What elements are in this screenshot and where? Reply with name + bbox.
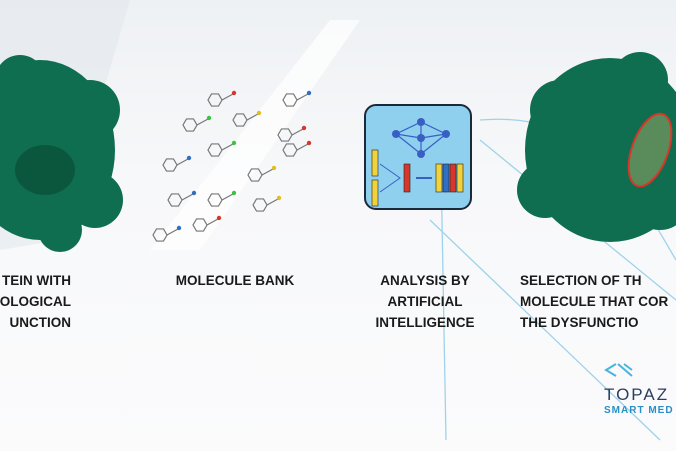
molecule-bond [266,198,279,206]
label-line: OLOGICAL [0,294,71,309]
molecule-ring [232,113,248,127]
molecule-atom [186,155,192,161]
molecule-bank-drawings [152,90,312,242]
label-line: SELECTION OF TH [520,273,642,288]
molecule-atom [191,190,197,196]
molecule-ring [207,193,223,207]
step-protein-label: TEIN WITH OLOGICAL UNCTION [0,270,71,333]
protein-right [517,52,676,242]
molecule-ring [247,168,263,182]
molecule-ring [207,143,223,157]
molecule-bond [176,158,189,166]
label-line: ARTIFICIAL [387,294,463,309]
molecule-atom [231,90,237,96]
molecule-atom [231,140,237,146]
label-line: UNCTION [9,315,72,330]
molecule-atom [271,165,277,171]
molecule-atom [276,195,282,201]
molecule-ring [167,193,183,207]
molecule-ring [282,143,298,157]
molecule-atom [306,90,312,96]
molecule-bond [291,128,304,136]
neural-graph-icon [371,118,464,207]
label-line: MOLECULE BANK [175,273,295,288]
label-line: MOLECULE THAT COR [520,294,669,309]
binding-site-highlight [627,112,673,188]
molecule-bond [261,168,274,176]
molecule-ring [182,118,198,132]
molecule-ring [162,158,178,172]
label-line: INTELLIGENCE [375,315,475,330]
molecule-bond [166,228,179,236]
molecule-atom [301,125,307,131]
step-ai-analysis-label: ANALYSIS BY ARTIFICIAL INTELLIGENCE [350,270,500,333]
label-line: TEIN WITH [2,273,71,288]
label-line: ANALYSIS BY [380,273,470,288]
molecule-bond [206,218,219,226]
logo-name: TOPAZ [604,385,670,404]
ai-analysis-diagram [364,104,472,210]
molecule-bond [181,193,194,201]
molecule-bond [221,143,234,151]
molecule-atom [256,110,262,116]
molecule-atom [206,115,212,121]
molecule-ring [277,128,293,142]
molecule-bond [221,93,234,101]
molecule-bond [221,193,234,201]
molecule-bond [296,93,309,101]
molecule-ring [207,93,223,107]
molecule-bond [196,118,209,126]
molecule-ring [252,198,268,212]
molecule-ring [152,228,168,242]
topaz-logo: TOPAZ SMART MED [604,362,676,416]
step-selection-label: SELECTION OF TH MOLECULE THAT COR THE DY… [520,270,676,333]
molecule-ring [282,93,298,107]
molecule-bond [246,113,259,121]
logo-tagline: SMART MED [604,405,674,416]
molecule-atom [231,190,237,196]
molecule-atom [216,215,222,221]
molecule-atom [176,225,182,231]
logo-mark-icon [604,363,633,377]
molecule-atom [306,140,312,146]
label-line: THE DYSFUNCTIO [520,315,639,330]
molecule-bond [296,143,309,151]
protein-left [0,55,123,252]
molecule-ring [192,218,208,232]
step-molecule-bank-label: MOLECULE BANK [160,270,310,291]
